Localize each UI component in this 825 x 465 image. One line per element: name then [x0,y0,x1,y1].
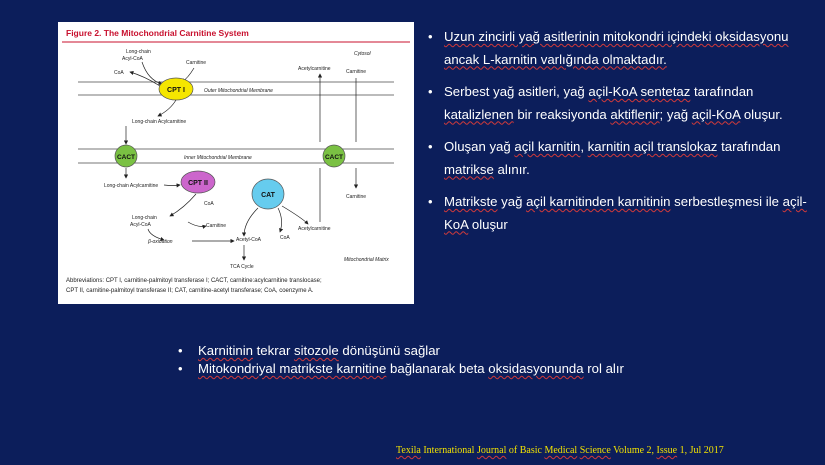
coa-label-2: CoA [204,201,214,207]
arrow-acylcoa-beta [147,228,165,242]
text-run: Oluşan yağ [444,139,515,154]
bullet-item: Oluşan yağ açil karnitin, karnitin açil … [422,136,818,181]
spellcheck-word: oksidasyonunda [488,361,584,376]
spellcheck-word: açil karnitin [514,139,581,154]
text-run: ; yağ [659,106,692,122]
cact-right-enzyme [322,144,346,168]
acetylcarnitine-cytosol-label: Acetylcarnitine [298,66,331,72]
text-run: tarafından [717,139,781,154]
spellcheck-word: aktiflenir [610,106,660,122]
spellcheck-word: açil-KoA sentetaz [588,84,691,99]
lc-acylcoa-label-1: Long-chain [126,49,151,55]
spellcheck-word: Texila [396,445,421,456]
carnitine-label-1: Carnitine [186,60,206,66]
arrow-acylcarnitine-cpt2 [163,183,181,188]
matrix-label: Mitochondrial Matrix [344,257,389,263]
text-run: yağ [497,194,527,209]
arrow-cpt2-acylcoa [169,193,197,217]
cat-enzyme [251,178,285,210]
lc-acylcoa-label-2: Acyl-CoA [122,56,144,62]
arrow-cpt1-acylcarnitine [157,99,177,117]
cpt1-label: CPT I [167,87,185,94]
cact-left-enzyme [114,144,138,168]
figure-diagram: Figure 2. The Mitochondrial Carnitine Sy… [62,28,410,294]
spellcheck-word: karnitin açil translokaz [587,139,718,154]
abbreviations-line-1: Abbreviations: CPT I, carnitine-palmitoy… [66,278,322,284]
spellcheck-word: Mitokondriyal matrikste karnitine [198,361,387,376]
citation: Texila International Journal of Basic Me… [396,445,724,456]
cytosol-label: Cytosol [354,51,372,57]
carnitine-label-2: Carnitine [206,223,226,229]
text-run: oluşur. [740,106,783,122]
text-run: alınır. [493,161,530,177]
cact-left-label: CACT [117,154,135,161]
text-run: 1, Jul 2017 [677,445,724,456]
bottom-bullet-item: Karnitinin tekrar sitozole dönüşünü sağl… [176,342,776,360]
lc-acylcoa-label-3: Long-chain [132,215,157,221]
arrow-cpt1-coa [129,70,161,87]
spellcheck-word: açil-KoA [691,106,741,122]
outer-membrane-label: Outer Mitochondrial Membrane [204,88,273,94]
bottom-bullet-list: Karnitinin tekrar sitozole dönüşünü sağl… [176,342,776,378]
abbreviations-line-2: CPT II, carnitine-palmitoyl transferase … [66,288,314,294]
text-run: Volume 2, [610,445,657,456]
text-run: International [420,445,477,456]
text-run: oluşur [468,216,508,232]
arrow-cat-acetylcarnitine [281,205,309,225]
text-run: rol alır [583,361,624,376]
carnitine-bottom-label: Carnitine [346,194,366,200]
cpt2-enzyme [180,170,216,194]
bullet-item: Uzun zincirli yağ asitlerinin mitokondri… [422,26,818,71]
spellcheck-word: açil karnitinden karnitinin [526,194,671,209]
spellcheck-word: açil-KoA [444,194,807,232]
main-bullet-list: Uzun zincirli yağ asitlerinin mitokondri… [422,26,818,246]
arrow-acylcoa-cpt1 [141,61,163,86]
text-run: serbestleşmesi ile [670,194,783,209]
figure-title: Figure 2. The Mitochondrial Carnitine Sy… [66,28,249,38]
text-run: bağlanarak beta [386,361,489,376]
carnitine-cytosol-label: Carnitine [346,69,366,75]
text-run: tarafından [690,84,754,99]
lc-acylcarnitine-label-2: Long-chain Acylcarnitine [104,183,158,189]
text-run: tekrar [252,343,295,358]
spellcheck-word: katalizlenen [444,106,514,122]
cat-label: CAT [261,192,276,199]
spellcheck-word: Journal [476,445,507,456]
text-run: Serbest yağ asitleri, yağ [444,84,589,99]
arrow-cat-acetylcoa [241,207,259,237]
spellcheck-word: Medical [544,445,578,456]
bottom-bullet-item: Mitokondriyal matrikste karnitine bağlan… [176,360,776,378]
tca-label: TCA Cycle [230,264,254,270]
acetylcarnitine-matrix-label: Acetylcarnitine [298,226,331,232]
text-run: of Basic [506,445,545,456]
cact-right-label: CACT [325,154,343,161]
arrow-cpt2-carnitine [187,221,207,229]
inner-membrane-label: Inner Mitochondrial Membrane [184,155,252,161]
bullet-item: Matrikste yağ açil karnitinden karnitini… [422,191,818,236]
text-run: , [580,139,588,154]
spellcheck-word: Karnitinin [198,343,253,358]
beta-oxidation-label: β-oxidation [147,239,173,245]
text-run: bir reaksiyonda [513,106,611,122]
spellcheck-word: matrikse [444,161,494,177]
lc-acylcarnitine-label-1: Long-chain Acylcarnitine [132,119,186,125]
acetylcoa-label: Acetyl-CoA [236,237,262,243]
spellcheck-word: Issue [656,445,678,456]
spellcheck-word: Science [579,445,611,456]
spellcheck-word: sitozole [294,343,339,358]
cpt2-label: CPT II [188,180,208,187]
arrow-cat-coa [277,207,284,233]
lc-acylcoa-label-4: Acyl-CoA [130,222,152,228]
bullet-item: Serbest yağ asitleri, yağ açil-KoA sente… [422,81,818,126]
spellcheck-word: Matrikste [444,194,498,209]
carnitine-system-figure: Figure 2. The Mitochondrial Carnitine Sy… [58,22,414,304]
coa-label-3: CoA [280,235,290,241]
text-run: dönüşünü sağlar [338,343,440,358]
spellcheck-word: Uzun zincirli yağ asitlerinin mitokondri… [444,29,789,67]
coa-label-1: CoA [114,70,124,76]
